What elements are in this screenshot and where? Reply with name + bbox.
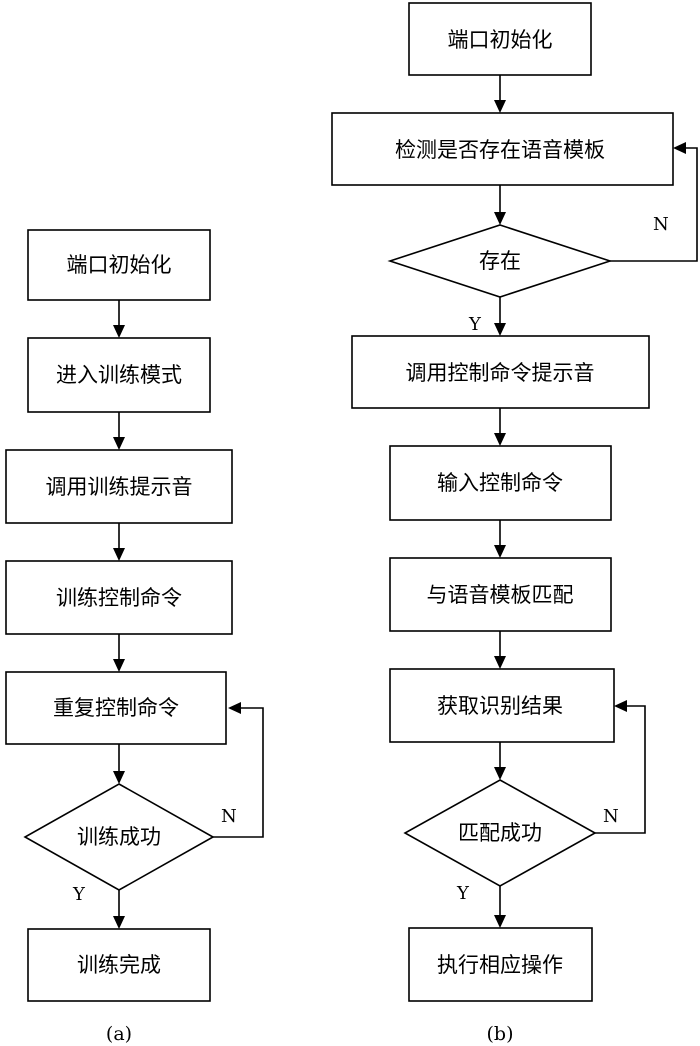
flowchart-a: 端口初始化 进入训练模式 调用训练提示音 训练控制命令 重复控制命令 训练成功 … [5,229,264,1045]
b-step-input-command [389,445,612,521]
a-step-training-done [27,928,211,1002]
a-step-training-prompt [5,449,233,524]
a-step-training-prompt-label: 调用训练提示音 [46,475,193,499]
connector-b-no-loop-2 [595,705,646,834]
caption-b: (b) [487,1023,514,1045]
b-step-get-result-label: 获取识别结果 [437,694,563,718]
arrow-b-5 [494,656,506,669]
a-step-training-done-label: 训练完成 [77,953,161,977]
a-yes-label: Y [72,884,86,905]
b-yes-label-2: Y [456,883,470,904]
b-step-command-prompt [351,335,650,409]
a-step-repeat-commands-label: 重复控制命令 [53,696,179,720]
b-yes-label-1: Y [468,314,482,335]
a-no-label: N [221,806,237,827]
arrow-a-3 [113,548,125,561]
a-step-port-init-label: 端口初始化 [67,253,172,277]
a-step-enter-training-label: 进入训练模式 [56,363,182,387]
arrow-a-5 [113,771,125,784]
b-step-match-template [389,557,612,632]
b-step-check-template [331,112,674,186]
arrow-a-yes [113,916,125,929]
b-decision-exists [387,224,613,298]
b-step-check-template-label: 检测是否存在语音模板 [395,138,605,162]
b-step-execute-action [408,927,593,1002]
b-decision-exists-label: 存在 [479,249,521,273]
b-step-port-init [408,2,592,76]
arrow-b-2 [494,212,506,225]
b-step-input-command-label: 输入控制命令 [437,471,563,495]
b-step-get-result [389,668,615,743]
caption-a: (a) [106,1023,132,1045]
a-step-port-init [27,229,211,301]
a-decision-training-success [23,783,215,891]
connector-a-no-loop [213,707,264,838]
arrow-b-no-2 [614,700,627,712]
a-decision-label: 训练成功 [77,825,161,849]
b-decision-match-success [403,779,597,887]
arrow-b-yes-2 [494,915,506,928]
b-step-match-template-label: 与语音模板匹配 [427,583,574,607]
a-step-train-commands-label: 训练控制命令 [56,586,182,610]
b-no-label-1: N [653,214,669,235]
arrow-a-2 [113,437,125,450]
b-step-port-init-label: 端口初始化 [448,28,553,52]
arrow-b-1 [494,100,506,113]
b-decision-match-label: 匹配成功 [458,821,542,845]
arrow-b-3 [494,433,506,446]
arrow-b-yes-1 [494,323,506,336]
arrow-b-4 [494,545,506,558]
a-step-enter-training [27,337,211,413]
b-step-execute-action-label: 执行相应操作 [437,953,563,977]
a-step-train-commands [5,560,233,635]
connector-b-no-loop-1 [610,147,698,262]
arrow-a-1 [113,325,125,338]
flowchart-b: 端口初始化 检测是否存在语音模板 存在 N Y 调用控制命令提示音 输入控制命令… [331,2,698,1045]
b-no-label-2: N [603,806,619,827]
arrow-b-6 [494,767,506,780]
arrow-a-4 [113,659,125,672]
a-step-repeat-commands [5,671,227,745]
b-step-command-prompt-label: 调用控制命令提示音 [406,361,595,385]
arrow-a-no [228,702,241,714]
arrow-b-no-1 [673,142,686,154]
